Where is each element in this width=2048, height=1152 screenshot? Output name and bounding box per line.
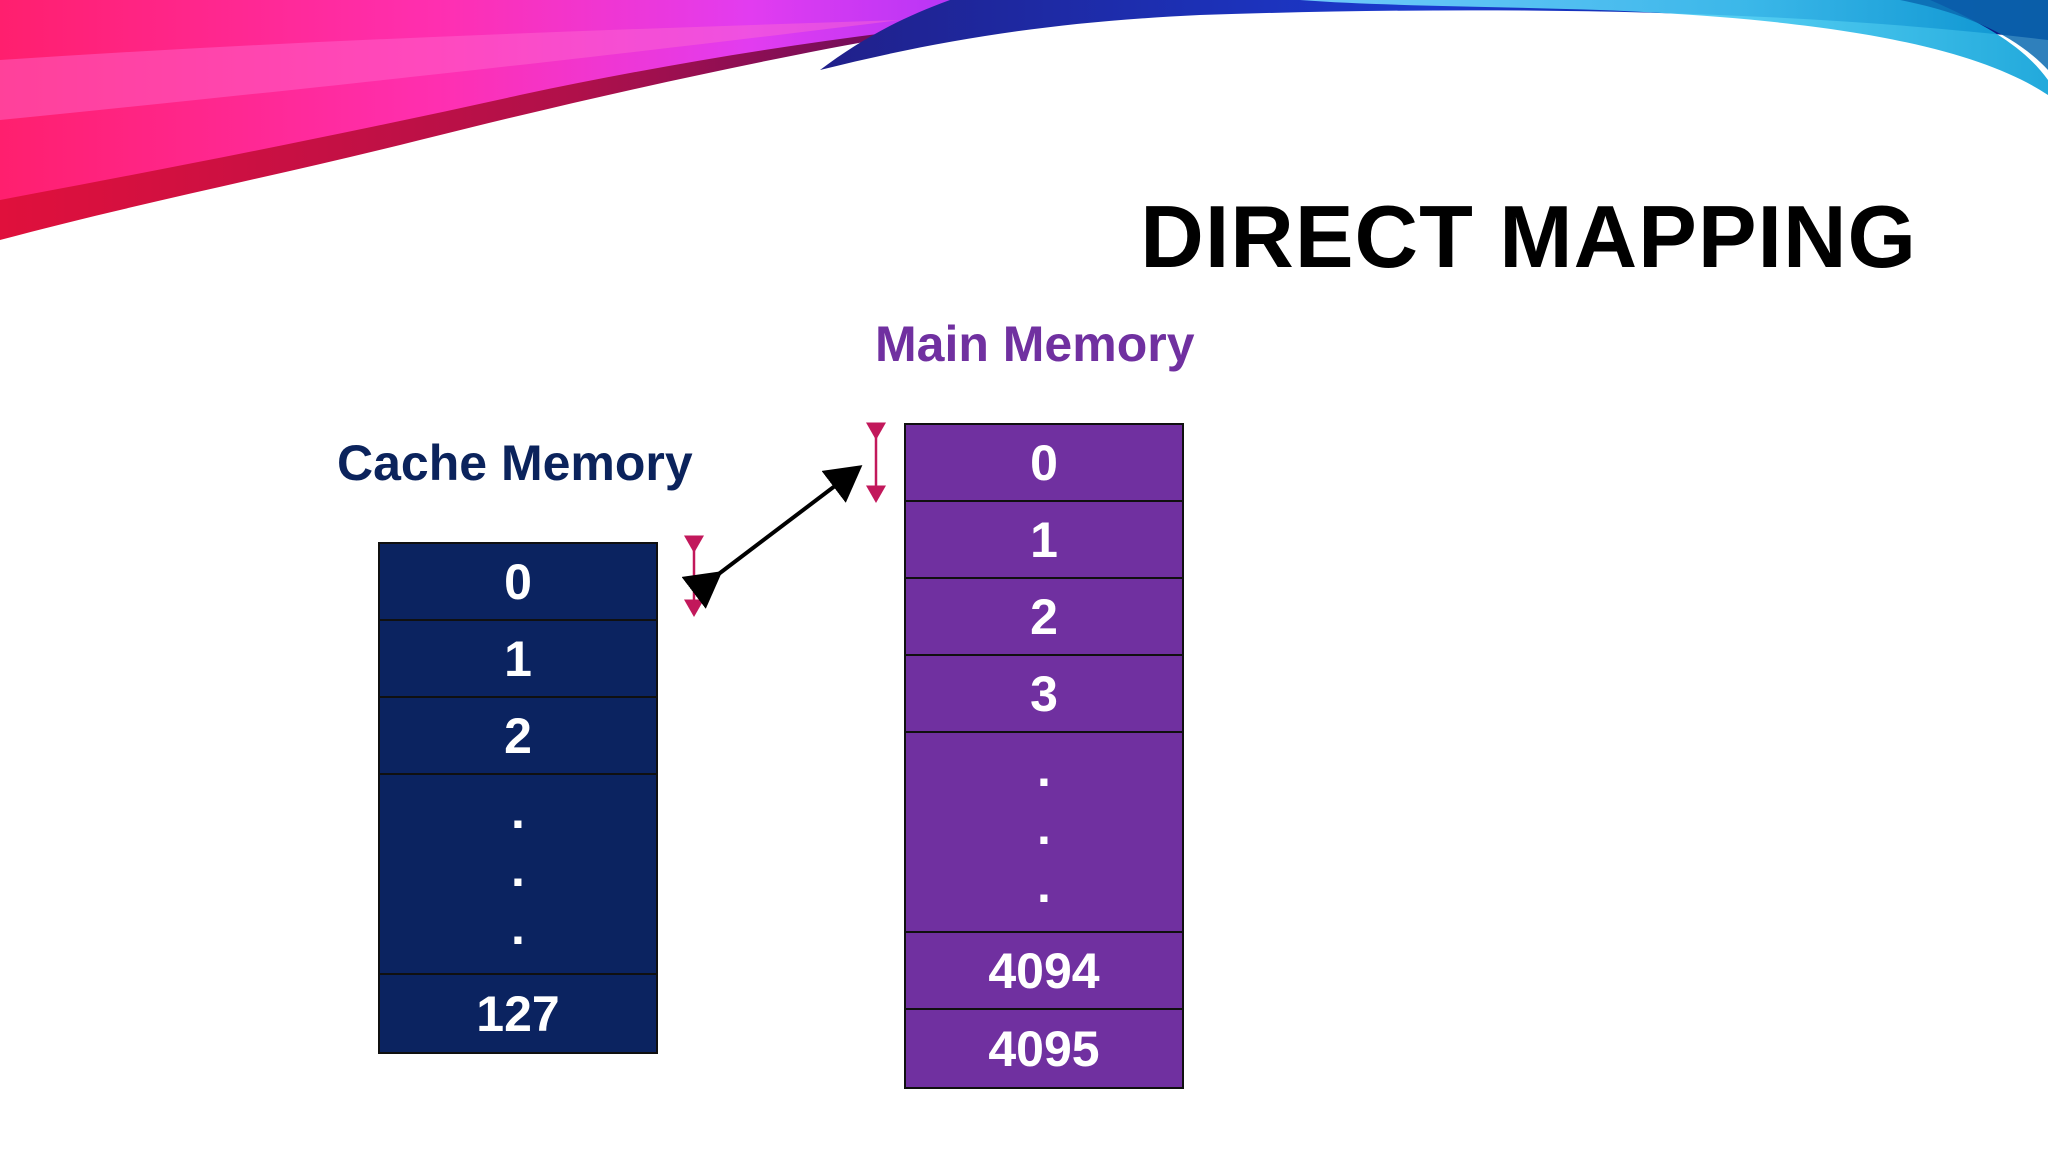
main-block-1: 1	[906, 502, 1182, 579]
cache-ellipsis: . . .	[380, 775, 656, 975]
cache-line-1: 1	[380, 621, 656, 698]
ellipsis-dot: .	[511, 783, 525, 839]
cache-memory-block: 0 1 2 . . . 127	[378, 542, 658, 1054]
main-memory-block: 0 1 2 3 . . . 4094 4095	[904, 423, 1184, 1089]
main-ellipsis: . . .	[906, 733, 1182, 933]
main-block-2: 2	[906, 579, 1182, 656]
main-block-4094: 4094	[906, 933, 1182, 1010]
ellipsis-dot: .	[1037, 857, 1051, 913]
main-block-3: 3	[906, 656, 1182, 733]
ellipsis-dot: .	[511, 899, 525, 955]
cache-line-last: 127	[476, 985, 560, 1042]
cache-line-0: 0	[380, 544, 656, 621]
ellipsis-dot: .	[1037, 799, 1051, 855]
mapping-double-arrow	[681, 465, 863, 609]
cache-line-2: 2	[380, 698, 656, 775]
main-memory-label: Main Memory	[875, 316, 1195, 372]
slide-title: DIRECT MAPPING	[1140, 187, 1917, 286]
main-block-0: 0	[906, 425, 1182, 502]
ellipsis-dot: .	[1037, 741, 1051, 797]
main-block-4095: 4095	[988, 1020, 1100, 1077]
ellipsis-dot: .	[511, 841, 525, 897]
decorative-swoosh-banner	[0, 0, 2048, 240]
cache-memory-label: Cache Memory	[337, 435, 693, 491]
